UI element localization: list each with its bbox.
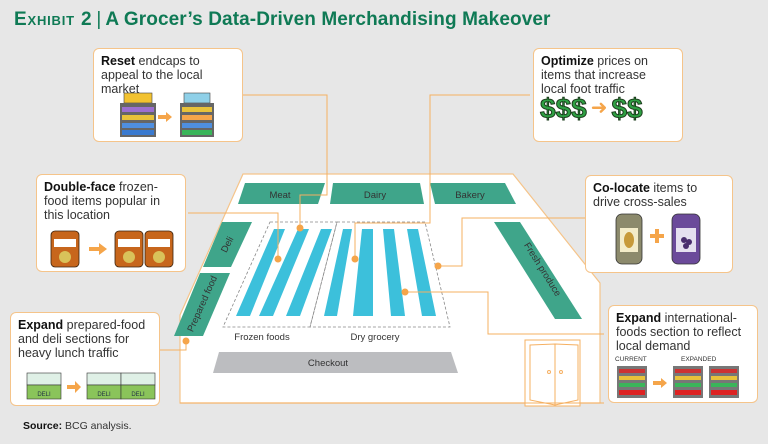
callout-co-locate: Co-locate items to drive cross-sales [585, 175, 733, 273]
dry-aisle [353, 229, 373, 316]
connector-double-face [188, 212, 279, 258]
connector-dots [182, 224, 442, 345]
meat-label: Meat [269, 190, 290, 201]
exhibit-heading: A Grocer’s Data-Driven Merchandising Mak… [105, 9, 551, 30]
callout-text: prices on items that increase local foot… [541, 54, 648, 96]
callout-bold: Co-locate [593, 181, 650, 195]
international-shelves-icon: CURRENT EXPANDED [615, 356, 739, 398]
callout-reset-endcaps: Reset endcaps to appeal to the local mar… [93, 48, 243, 142]
fresh-produce-section [494, 222, 582, 319]
meat-section [238, 183, 325, 204]
label-expanded: EXPANDED [681, 356, 717, 363]
dry-aisle [407, 229, 436, 316]
dot-prices [351, 255, 359, 263]
dot-international [401, 288, 409, 296]
connector-optimize-prices [354, 94, 530, 259]
callout-optimize-prices: Optimize prices on items that increase l… [533, 48, 683, 142]
dry-grocery-label: Dry grocery [350, 332, 399, 343]
dry-grocery-zone [309, 221, 451, 328]
deli-case-label: DELI [131, 392, 145, 398]
entrance-doors-icon [524, 339, 581, 407]
aisles [236, 229, 436, 316]
title-separator: | [96, 9, 102, 30]
source-text: BCG analysis. [62, 420, 132, 432]
callout-text: frozen-food items popular in this locati… [44, 180, 161, 222]
deli-section [203, 222, 252, 267]
callout-expand-international: Expand international-foods section to re… [608, 305, 758, 403]
frozen-aisle [286, 229, 332, 316]
dot-endcaps [296, 224, 304, 232]
jars-icon [615, 213, 701, 265]
callout-bold: Expand [616, 311, 662, 325]
callout-text: international-foods section to reflect l… [616, 311, 742, 353]
source-label: Source: [23, 420, 63, 432]
frozen-foods-label: Frozen foods [234, 332, 290, 343]
dry-aisle [383, 229, 405, 316]
deli-case-icon: DELI DELI DELI [26, 372, 156, 400]
bakery-section [430, 183, 516, 204]
dollar-signs-icon: $$$➜$$ [540, 94, 644, 123]
connector-lines [160, 94, 604, 404]
frozen-aisle [259, 229, 309, 316]
callout-double-face: Double-face frozen-food items popular in… [36, 174, 186, 272]
callout-text: endcaps to appeal to the local market [101, 54, 203, 96]
exhibit-title: Exhibit 2|A Grocer’s Data-Driven Merchan… [14, 9, 551, 31]
callout-bold: Optimize [541, 54, 594, 68]
callout-bold: Reset [101, 54, 136, 68]
checkout-counter [213, 352, 458, 373]
source-note: Source: BCG analysis. [23, 420, 132, 432]
frozen-bag-icon [50, 230, 174, 268]
price-after: $$ [611, 93, 643, 124]
price-before: $$$ [540, 93, 588, 124]
endcap-shelves-icon [120, 92, 214, 137]
callout-bold: Expand [18, 318, 64, 332]
deli-case-label: DELI [37, 392, 51, 398]
dot-colocate [434, 262, 442, 270]
label-current: CURRENT [615, 356, 647, 363]
dairy-section [330, 183, 424, 204]
connector-expand-international [405, 291, 604, 335]
checkout-label: Checkout [308, 358, 348, 369]
callout-text: prepared-food and deli sections for heav… [18, 318, 146, 360]
deli-case-label: DELI [97, 392, 111, 398]
prepared-food-section [174, 273, 230, 336]
dot-frozen [274, 255, 282, 263]
frozen-aisle [236, 229, 285, 316]
connector-reset-endcaps [242, 94, 328, 228]
callout-text: items to drive cross-sales [593, 181, 698, 209]
connector-co-locate [438, 217, 585, 267]
callout-expand-prepared: Expand prepared-food and deli sections f… [10, 312, 160, 406]
dot-prepared [182, 337, 190, 345]
dry-aisle [324, 229, 352, 316]
bakery-label: Bakery [455, 190, 485, 201]
arrow-icon: ➜ [590, 97, 608, 119]
exhibit-number: Exhibit 2 [14, 9, 93, 30]
callout-bold: Double-face [44, 180, 116, 194]
dairy-label: Dairy [364, 190, 386, 201]
